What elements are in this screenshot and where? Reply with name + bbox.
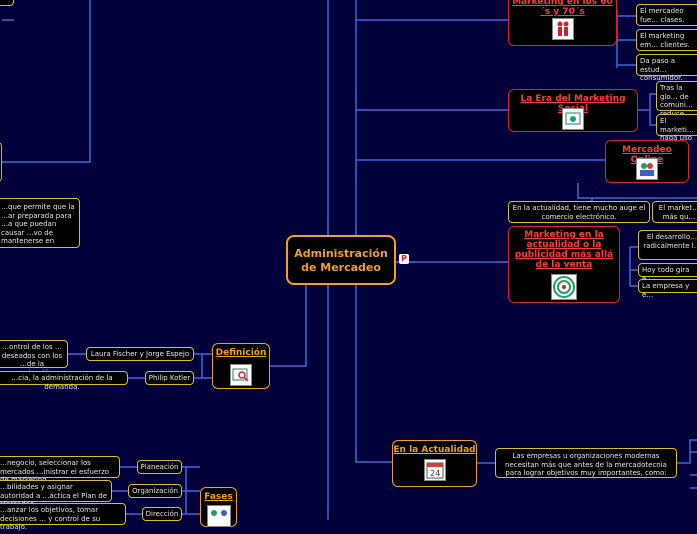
central-topic[interactable]: Administración de Mercadeo <box>286 235 396 285</box>
note-60s-2[interactable]: El marketing em… clientes. <box>636 29 697 51</box>
chart-icon <box>562 108 584 130</box>
note-social-1[interactable]: Tras la glo… de comuni… reduce. <box>656 81 697 118</box>
team-icon <box>206 505 231 527</box>
fase-direccion[interactable]: Dirección <box>142 507 182 521</box>
topic-mercadeo-online[interactable]: Mercadeo Online <box>605 140 689 183</box>
note-kotler[interactable]: …cia, la administración de la demanda. <box>0 371 128 391</box>
note-planeacion[interactable]: …negocio, seleccionar los mercados …inis… <box>0 456 120 484</box>
priority-badge-icon[interactable]: P <box>399 254 409 264</box>
central-title-line1: Administración <box>294 247 388 260</box>
topic-marketing-actualidad[interactable]: Marketing en la actualidad o la publicid… <box>508 226 620 303</box>
note-fischer-espejo[interactable]: …ontrol de los … deseados con los …de la… <box>0 340 68 377</box>
group-icon <box>636 158 658 180</box>
magnifier-icon <box>230 364 252 386</box>
note-actualidad-2[interactable]: Hoy todo gira e… <box>638 263 697 283</box>
calendar-icon: 24 <box>423 459 446 481</box>
note-online-1[interactable]: En la actualidad, tiene mucho auge el co… <box>508 201 650 223</box>
topic-left-partial[interactable] <box>0 142 2 182</box>
note-social-2[interactable]: El marketi… haga uso c… <box>656 114 697 151</box>
note-60s-3[interactable]: Da paso a estud… consumidor. <box>636 54 697 82</box>
svg-text:24: 24 <box>430 469 440 478</box>
fase-planeacion[interactable]: Planeación <box>137 460 182 474</box>
note-actualidad-3[interactable]: La empresa y e… <box>638 279 697 299</box>
people-icon <box>551 18 574 40</box>
fase-organizacion[interactable]: Organización <box>128 484 182 498</box>
topic-era-social[interactable]: La Era del Marketing Social <box>508 89 638 132</box>
topic-en-la-actualidad[interactable]: En la Actualidad 24 <box>392 440 477 487</box>
note-en-actualidad[interactable]: Las empresas u organizaciones modernas n… <box>495 448 677 478</box>
note-left-corner[interactable] <box>0 0 14 6</box>
note-left-top[interactable]: …que permite que la …ar preparada para …… <box>0 198 80 248</box>
note-actualidad-1[interactable]: El desarrollo… radicalmente l… <box>638 230 697 260</box>
note-organizacion[interactable]: …bilidades y asignar autoridad a …áctica… <box>0 480 112 508</box>
target-icon <box>551 274 577 300</box>
topic-title: Marketing en los 60´s y 70´s <box>512 0 613 17</box>
note-direccion[interactable]: …anzar los objetivos, tomar decisiones …… <box>0 503 126 531</box>
note-online-2[interactable]: El market… más qu… <box>652 201 697 223</box>
topic-marketing-60s[interactable]: Marketing en los 60´s y 70´s <box>508 0 617 46</box>
central-title-line2: de Mercadeo <box>301 261 381 274</box>
topic-definicion[interactable]: Definición <box>212 343 270 389</box>
note-60s-1[interactable]: El mercadeo fue… clases. <box>636 4 697 26</box>
connector-lines <box>2 0 697 520</box>
topic-fases[interactable]: Fases <box>200 487 237 527</box>
author-kotler[interactable]: Philip Kotler <box>145 371 194 385</box>
author-fischer-espejo[interactable]: Laura Fischer y Jorge Espejo <box>86 347 194 361</box>
